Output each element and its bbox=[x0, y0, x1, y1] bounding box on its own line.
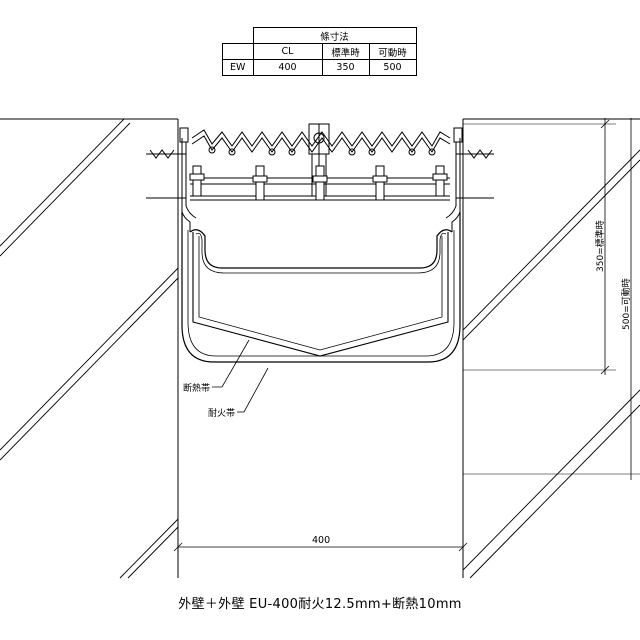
fireproof-label: 耐火帯 bbox=[208, 407, 235, 419]
inner-tray bbox=[189, 229, 453, 269]
extension-lines bbox=[177, 123, 640, 555]
value-standard: 350 bbox=[321, 59, 370, 76]
anchor-bolts bbox=[146, 149, 494, 199]
fireproof-belt-inner bbox=[187, 230, 455, 357]
horizontal-dimension bbox=[173, 542, 468, 552]
inner-tray-inner bbox=[195, 232, 447, 274]
header-standard: 標準時 bbox=[321, 43, 370, 60]
row-label: EW bbox=[222, 59, 254, 76]
value-movable: 500 bbox=[368, 59, 417, 76]
dimension-table: 條寸法 CL 標準時 可動時 EW 400 350 500 bbox=[222, 27, 417, 76]
left-wall-hatch bbox=[0, 119, 178, 579]
dim-width-label: 400 bbox=[312, 535, 330, 546]
insulation-label: 断熱帯 bbox=[183, 382, 210, 394]
side-brackets bbox=[179, 127, 463, 232]
cover-plate bbox=[191, 129, 451, 156]
leader-lines bbox=[212, 339, 269, 413]
wall-faces bbox=[0, 118, 640, 578]
vertical-dimensions bbox=[600, 118, 632, 480]
dim-movable-label: 500=可動時 bbox=[621, 278, 632, 330]
right-wall-hatch bbox=[463, 149, 640, 579]
drawing-caption: 外壁＋外壁 EU-400耐火12.5mm+断熱10mm bbox=[178, 597, 462, 612]
value-cl: 400 bbox=[252, 59, 323, 76]
insulation-belt bbox=[192, 232, 449, 357]
insulation-belt-inner bbox=[198, 236, 443, 351]
header-movable: 可動時 bbox=[368, 43, 417, 60]
table-title: 條寸法 bbox=[252, 27, 417, 44]
bolts bbox=[189, 165, 448, 201]
header-cl: CL bbox=[252, 43, 323, 60]
fireproof-belt bbox=[181, 212, 461, 363]
dim-standard-label: 350=標準時 bbox=[594, 220, 606, 272]
